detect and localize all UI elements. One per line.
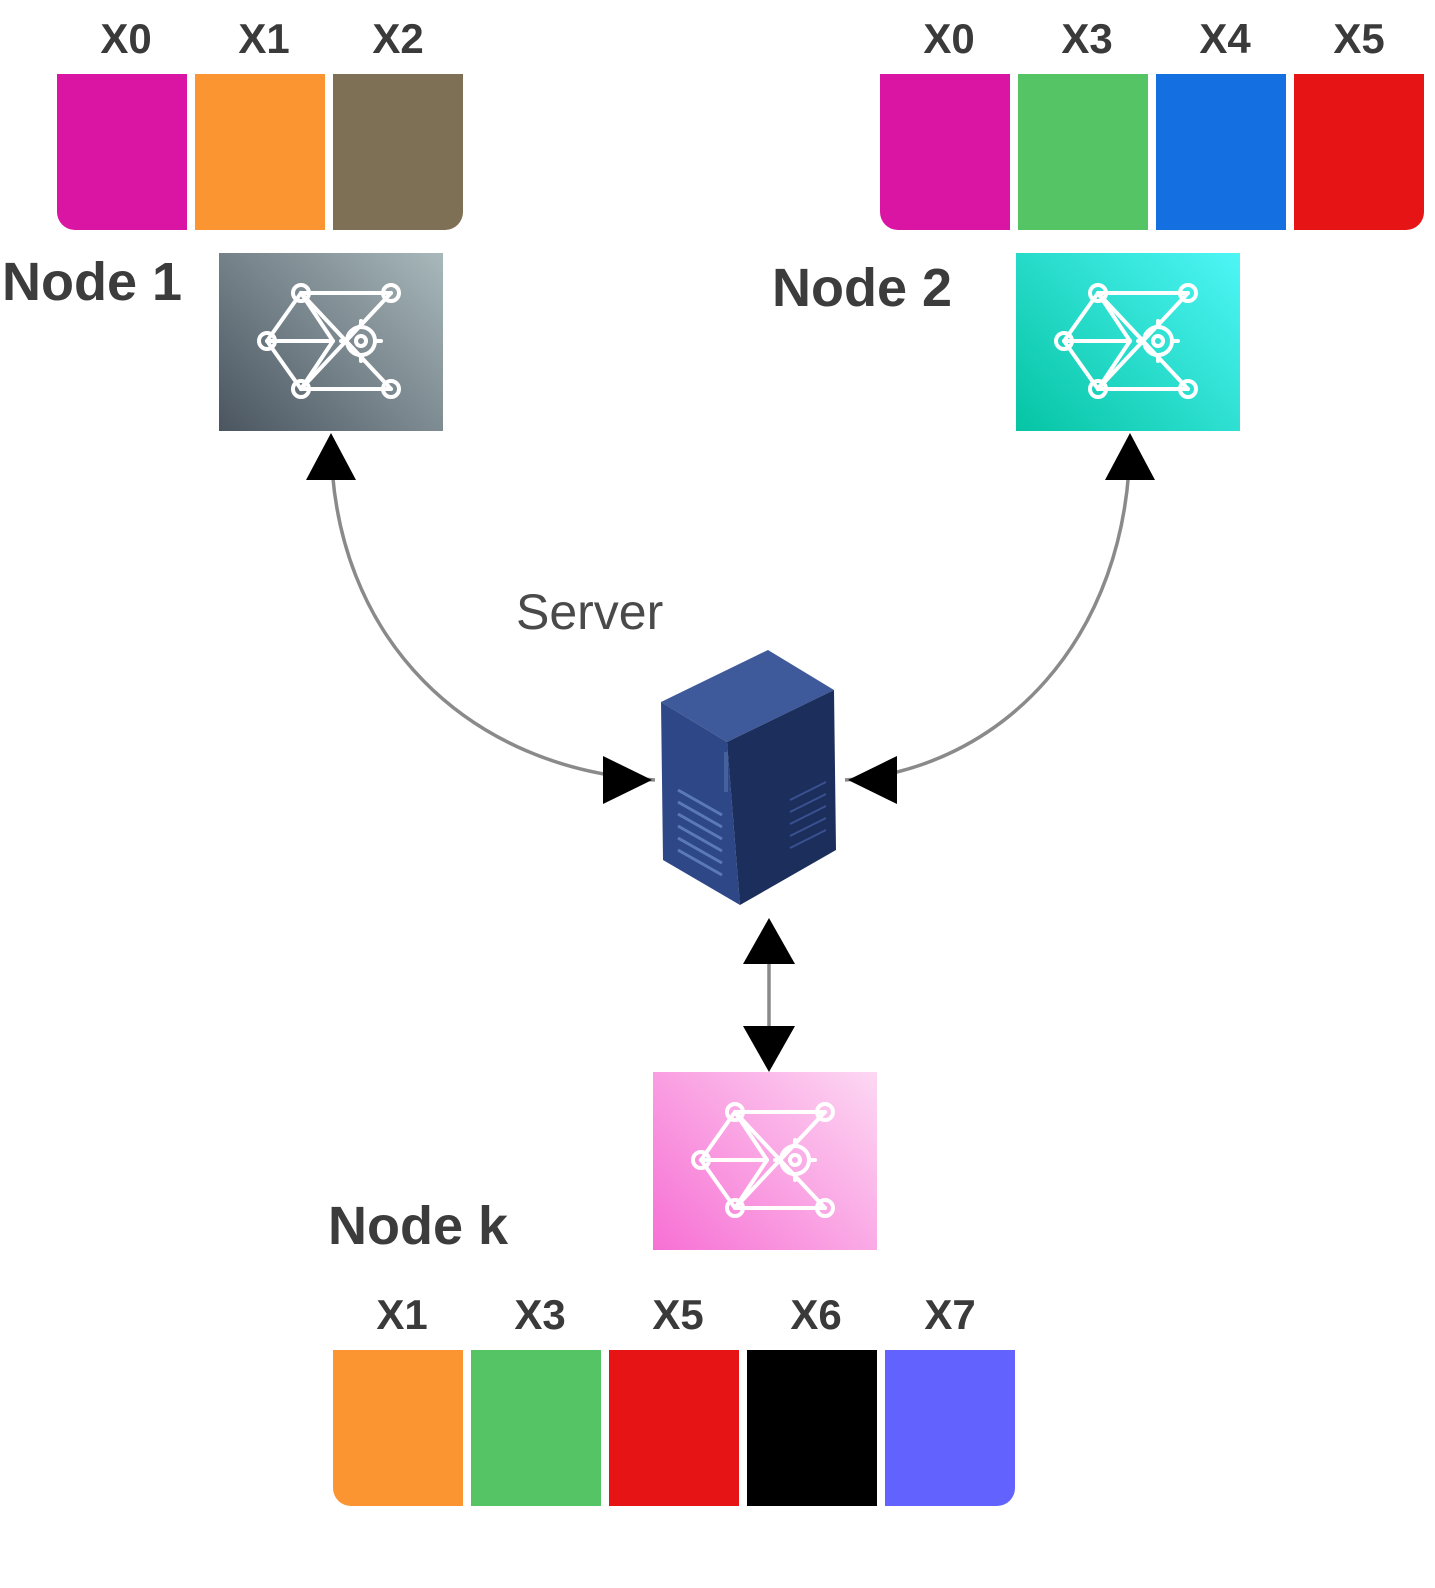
- nodek-feature-label-x3: X3: [514, 1291, 566, 1338]
- node2-feature-group: X0 X3 X4 X5: [880, 14, 1424, 230]
- nodek-feature-label-x7: X7: [924, 1291, 976, 1338]
- connector-node2-server: [844, 437, 1132, 782]
- node1-feature-label-x0: X0: [100, 15, 152, 62]
- nodek-feature-box-x7: [885, 1350, 1015, 1506]
- connector-node1-server: [329, 437, 656, 782]
- node1-feature-box-x1: [195, 74, 325, 230]
- nodek-feature-box-x1: [333, 1350, 463, 1506]
- node2-feature-label-x0: X0: [923, 15, 975, 62]
- nodek-feature-box-x6: [747, 1350, 877, 1506]
- node1-feature-box-x0: [57, 74, 187, 230]
- node2-label: Node 2: [772, 258, 953, 318]
- nodek-feature-group: X1 X3 X5 X6 X7: [333, 1290, 1015, 1506]
- nodek-feature-label-x5: X5: [652, 1291, 704, 1338]
- node2-ml-network-icon: [1016, 253, 1240, 431]
- arrowhead-server-right: [848, 756, 897, 804]
- node1-label: Node 1: [2, 252, 183, 312]
- node1-ml-network-icon: [219, 253, 443, 431]
- nodek-feature-box-x3: [471, 1350, 601, 1506]
- node2-feature-box-x0: [880, 74, 1010, 230]
- nodek-label: Node k: [328, 1196, 509, 1256]
- nodek-ml-network-icon: [653, 1072, 877, 1250]
- nodek-feature-label-x1: X1: [376, 1291, 428, 1338]
- server-label: Server: [516, 584, 664, 640]
- node2-feature-box-x4: [1156, 74, 1286, 230]
- node1-feature-group: X0 X1 X2: [57, 14, 463, 230]
- node2-feature-box-x5: [1294, 74, 1424, 230]
- arrowhead-node1: [306, 433, 356, 480]
- nodek-feature-label-x6: X6: [790, 1291, 842, 1338]
- node2-feature-label-x3: X3: [1061, 15, 1113, 62]
- node1-feature-label-x1: X1: [238, 15, 290, 62]
- node2-feature-label-x4: X4: [1199, 15, 1251, 62]
- arrowhead-server-left: [603, 756, 652, 804]
- node2-feature-box-x3: [1018, 74, 1148, 230]
- node1-feature-label-x2: X2: [372, 15, 424, 62]
- node1-feature-box-x2: [333, 74, 463, 230]
- arrowhead-node2: [1105, 433, 1155, 480]
- arrowhead-server-bottom: [743, 918, 795, 964]
- node2-feature-label-x5: X5: [1333, 15, 1385, 62]
- arrowhead-nodek: [743, 1026, 795, 1072]
- nodek-feature-box-x5: [609, 1350, 739, 1506]
